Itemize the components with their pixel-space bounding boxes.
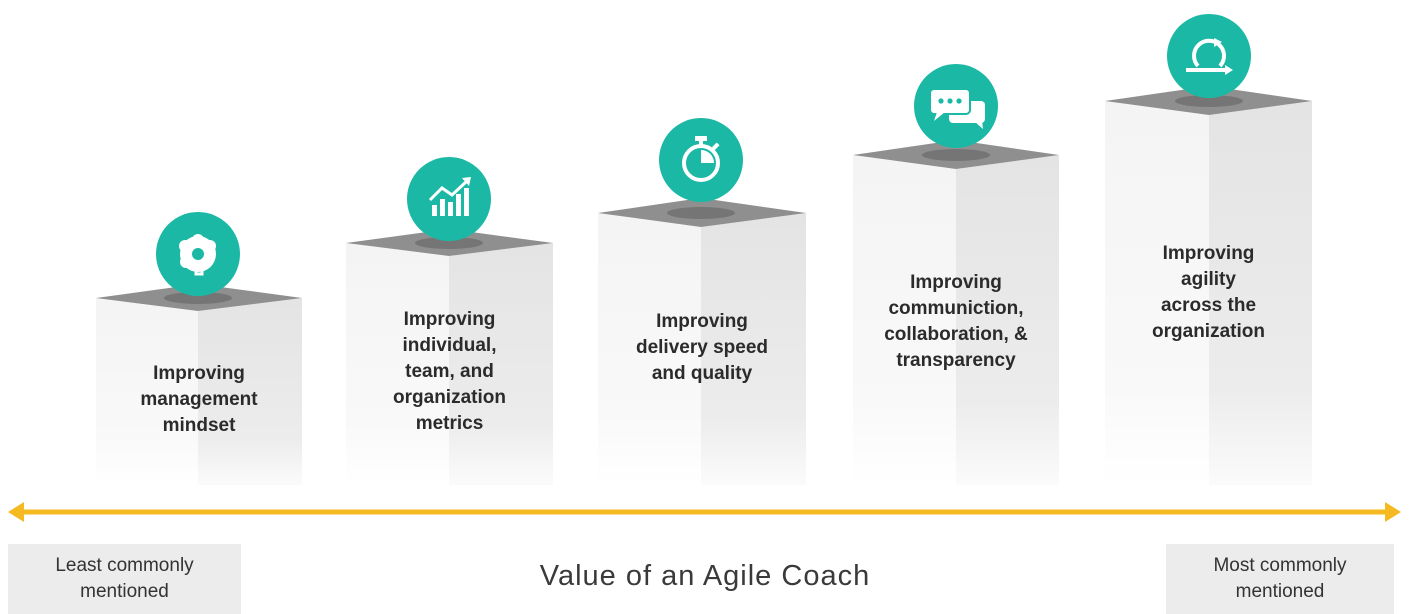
pillar-5-label-line-4: organization <box>1152 321 1265 342</box>
most-commonly-mentioned-box: Most commonly mentioned <box>1166 544 1394 614</box>
pillar-5-label-line-3: across the <box>1160 295 1257 316</box>
pillar-2-label-line-2: individual, <box>402 335 497 356</box>
pillar-4-label-line-3: collaboration, & <box>884 324 1028 345</box>
least-label-line-2: mentioned <box>80 581 169 602</box>
agile-cycle-icon <box>1167 14 1251 98</box>
pillar-5-label-line-1: Improving <box>1162 243 1255 264</box>
pillar-3-label-line-1: Improving <box>656 311 748 332</box>
pillar-2-label-line-3: team, and <box>405 361 494 382</box>
brain-gear-icon <box>156 212 240 296</box>
pillar-3 <box>598 118 806 485</box>
pillar-4 <box>853 64 1059 485</box>
pillar-1-label-line-1: Improving <box>153 363 245 384</box>
pillar-3-label: Improving delivery speed and quality <box>598 309 806 387</box>
pillar-2-label-line-4: organization <box>393 387 506 408</box>
least-label-line-1: Least commonly <box>55 555 194 576</box>
pillar-3-label-line-3: and quality <box>651 363 753 384</box>
pillar-1-label-line-3: mindset <box>162 415 236 436</box>
pillar-4-label-line-4: transparency <box>896 350 1016 371</box>
diagram-title: Value of an Agile Coach <box>539 560 871 592</box>
chat-bubbles-icon <box>914 64 998 148</box>
pillar-1 <box>96 212 302 485</box>
most-label-line-1: Most commonly <box>1213 555 1347 576</box>
least-commonly-mentioned-box: Least commonly mentioned <box>8 544 241 614</box>
pillar-1-label: Improving management mindset <box>96 361 302 439</box>
pillar-3-label-line-2: delivery speed <box>635 337 769 358</box>
growth-chart-icon <box>407 157 491 241</box>
pillar-2 <box>346 157 553 485</box>
pillar-2-label-line-1: Improving <box>403 309 496 330</box>
pillar-2-label-line-5: metrics <box>415 413 484 434</box>
pillar-4-label-line-1: Improving <box>910 272 1002 293</box>
pillar-4-label: Improving communiction, collaboration, &… <box>853 270 1059 374</box>
most-label-line-2: mentioned <box>1235 581 1325 602</box>
pillar-2-label: Improving individual, team, and organiza… <box>346 307 553 437</box>
pillar-5-label-line-2: agility <box>1181 269 1236 290</box>
scale-arrow <box>8 502 1401 522</box>
stopwatch-icon <box>659 118 743 202</box>
pillar-5 <box>1105 14 1312 485</box>
pillar-1-label-line-2: management <box>140 389 258 410</box>
pillar-4-label-line-2: communiction, <box>888 298 1024 319</box>
pillar-5-label: Improving agility across the organizatio… <box>1105 241 1312 345</box>
